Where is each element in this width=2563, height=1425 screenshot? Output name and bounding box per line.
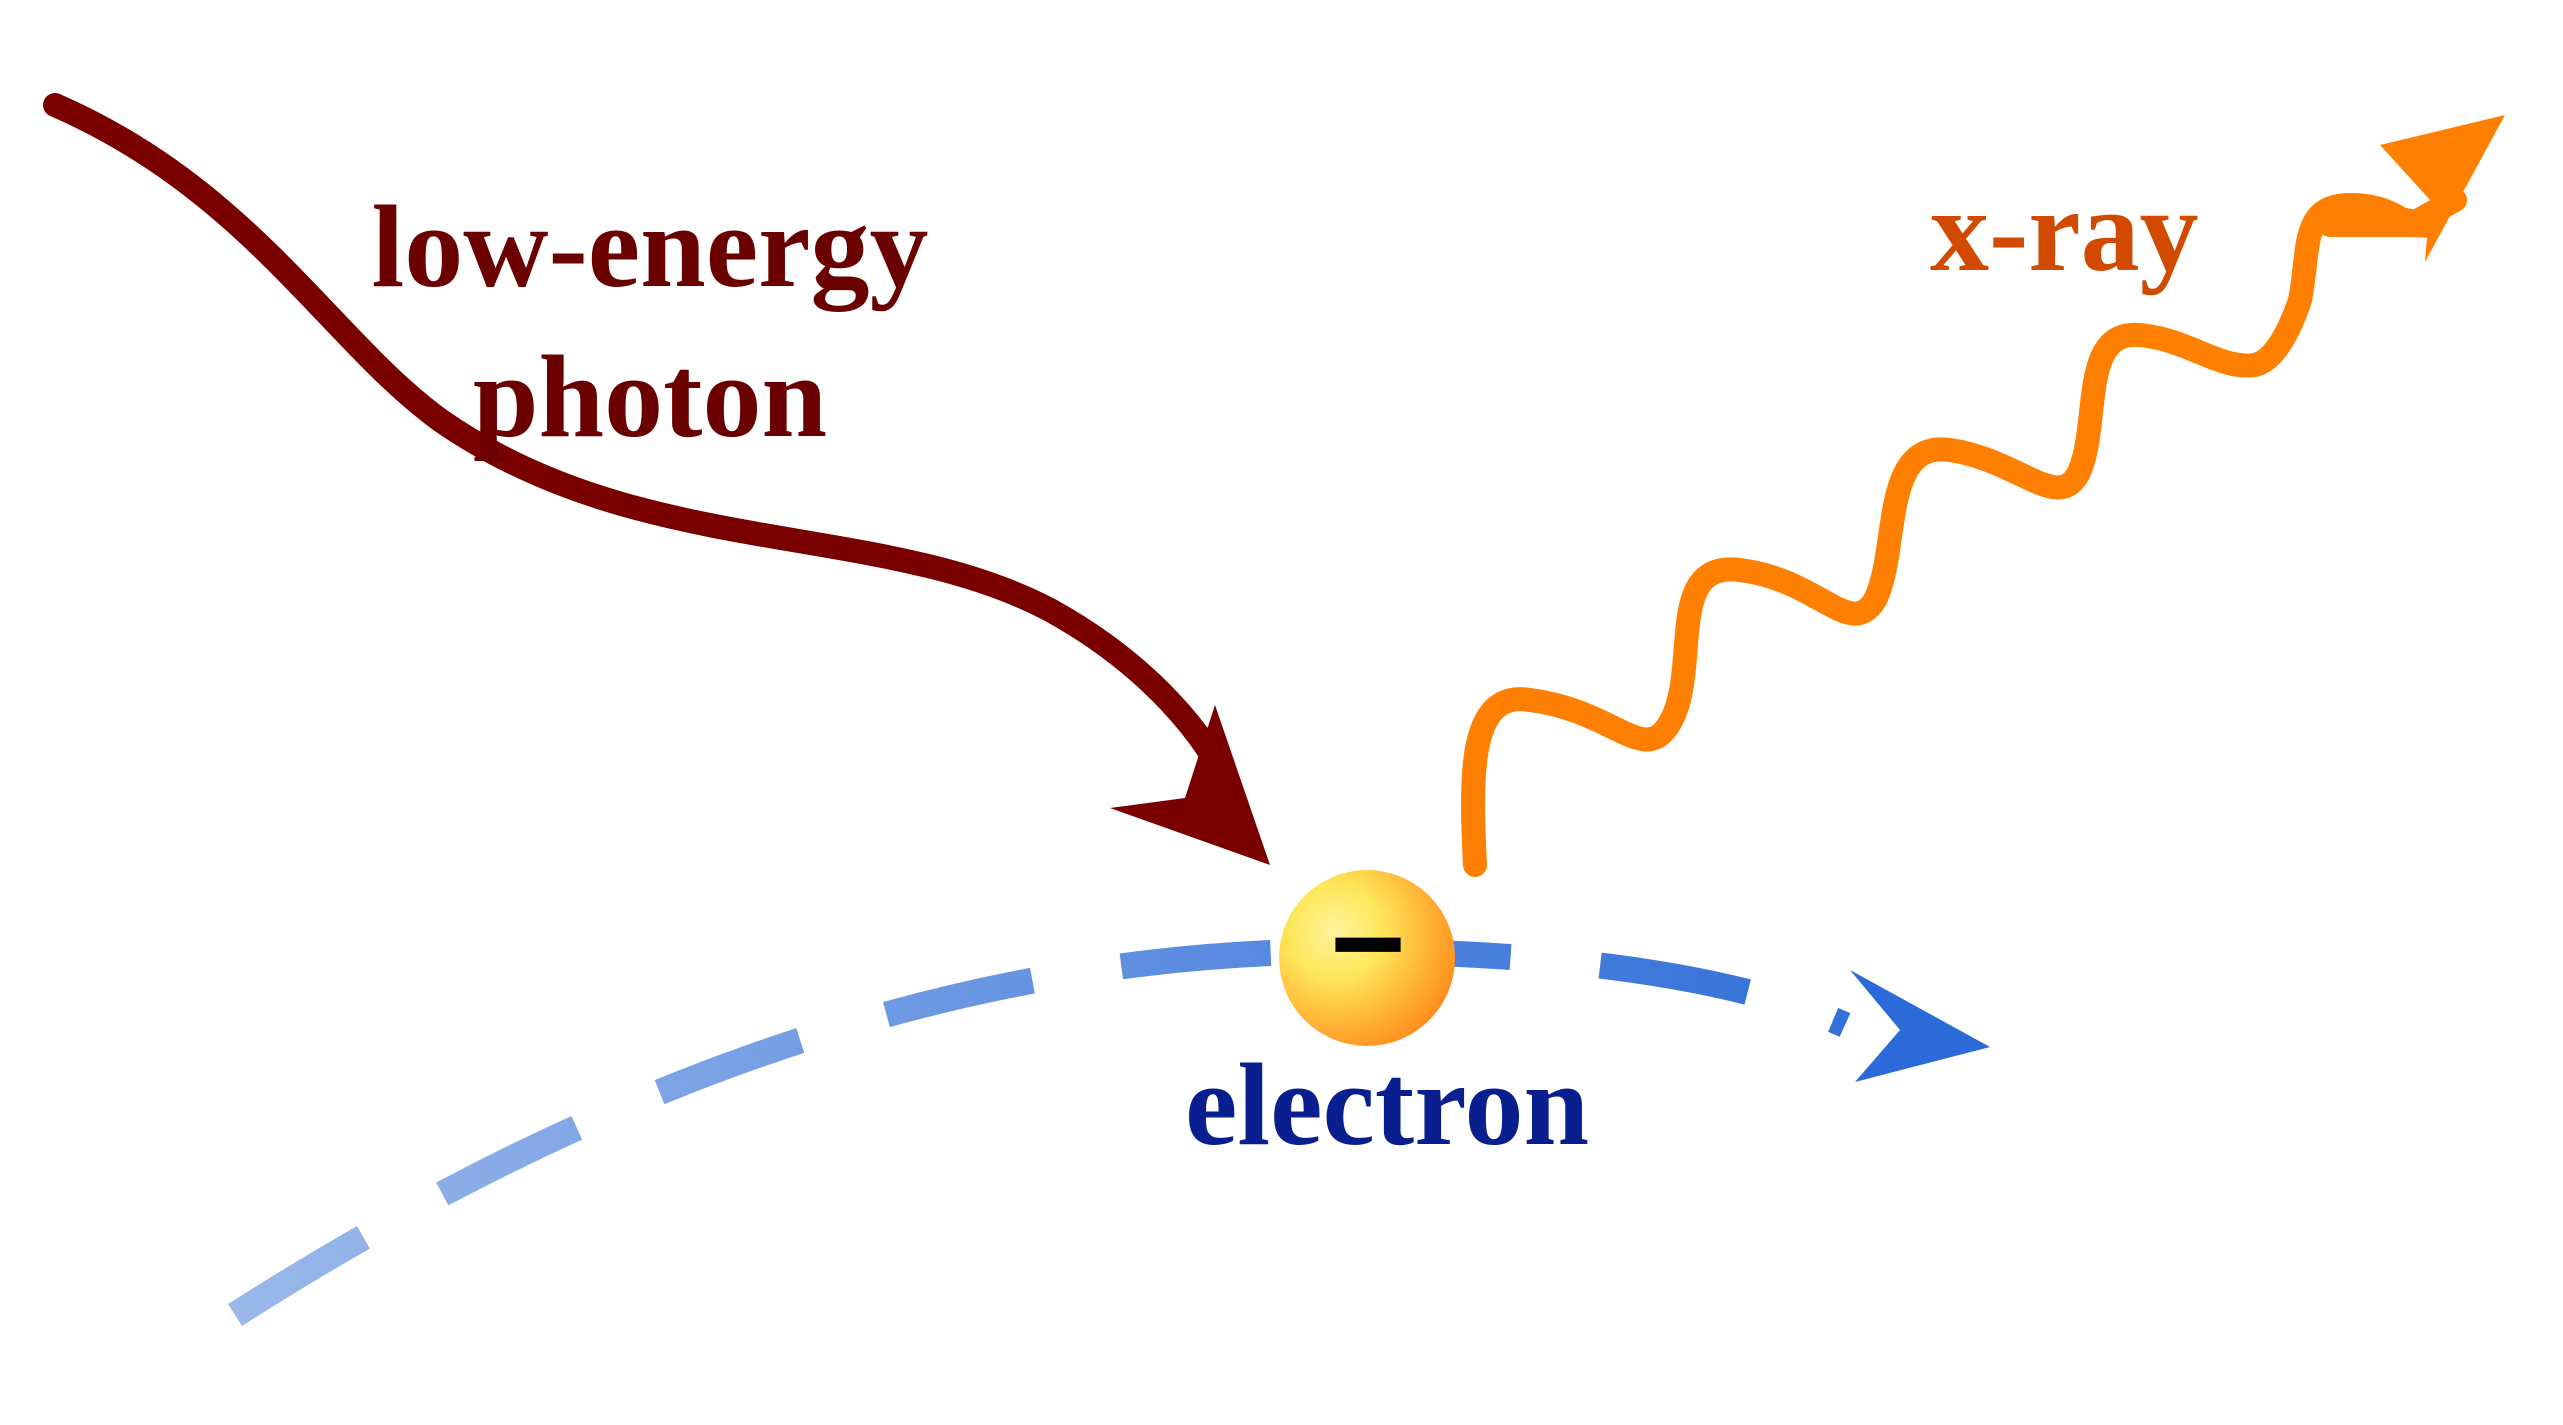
xray-label: x-ray — [1930, 165, 2199, 296]
electron-particle — [1279, 870, 1455, 1046]
photon-label: low-energy photon — [300, 172, 1000, 472]
xray-arrow — [1461, 115, 2505, 877]
xray-path — [1461, 188, 2467, 877]
electron-charge-sign: − — [1330, 870, 1406, 1016]
electron-path-arrow — [228, 938, 1990, 1326]
xray-arrowhead — [2380, 115, 2505, 262]
photon-arrowhead — [1110, 705, 1270, 865]
electron-circle — [1279, 870, 1455, 1046]
electron-path-arrowhead — [1850, 970, 1990, 1082]
photon-label-line1: low-energy — [371, 181, 929, 312]
photon-path — [43, 93, 1242, 802]
photon-arrow — [43, 93, 1270, 865]
photon-label-line2: photon — [472, 331, 828, 462]
electron-path — [228, 938, 1851, 1326]
electron-label: electron — [1185, 1039, 1590, 1170]
